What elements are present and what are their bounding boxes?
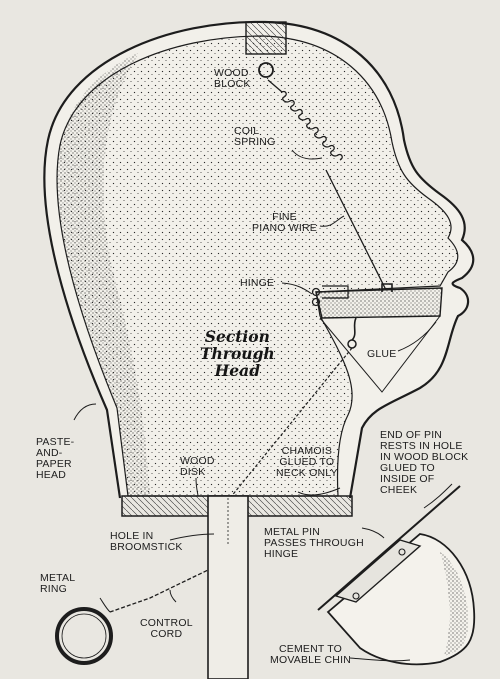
hinge-leaf <box>334 539 422 603</box>
control-cord <box>229 347 353 499</box>
piano-wire <box>325 169 387 291</box>
hinge-plate <box>322 285 349 299</box>
chin-block-shade <box>440 552 469 656</box>
label-glue: GLUE <box>367 348 397 360</box>
jaw-guide-lines <box>319 315 441 393</box>
chin-staple <box>381 283 393 292</box>
hinge-pin-a <box>311 287 321 297</box>
wood-block <box>245 21 287 55</box>
metal-ring <box>55 607 113 665</box>
top-hook <box>258 62 274 78</box>
hinge-screw-1 <box>352 592 360 600</box>
hinge-pin-b <box>311 297 321 307</box>
chin-block <box>326 533 476 666</box>
metal-ring-inner <box>61 613 107 659</box>
cord-hook <box>351 317 357 341</box>
coil-spring <box>267 79 343 161</box>
label-hinge: HINGE <box>240 277 275 289</box>
head-stipple-shade <box>57 52 150 496</box>
leader-lines <box>73 149 453 662</box>
metal-pin <box>317 485 461 611</box>
movable-chin-section <box>315 287 443 319</box>
hinge-screw-2 <box>398 548 406 556</box>
